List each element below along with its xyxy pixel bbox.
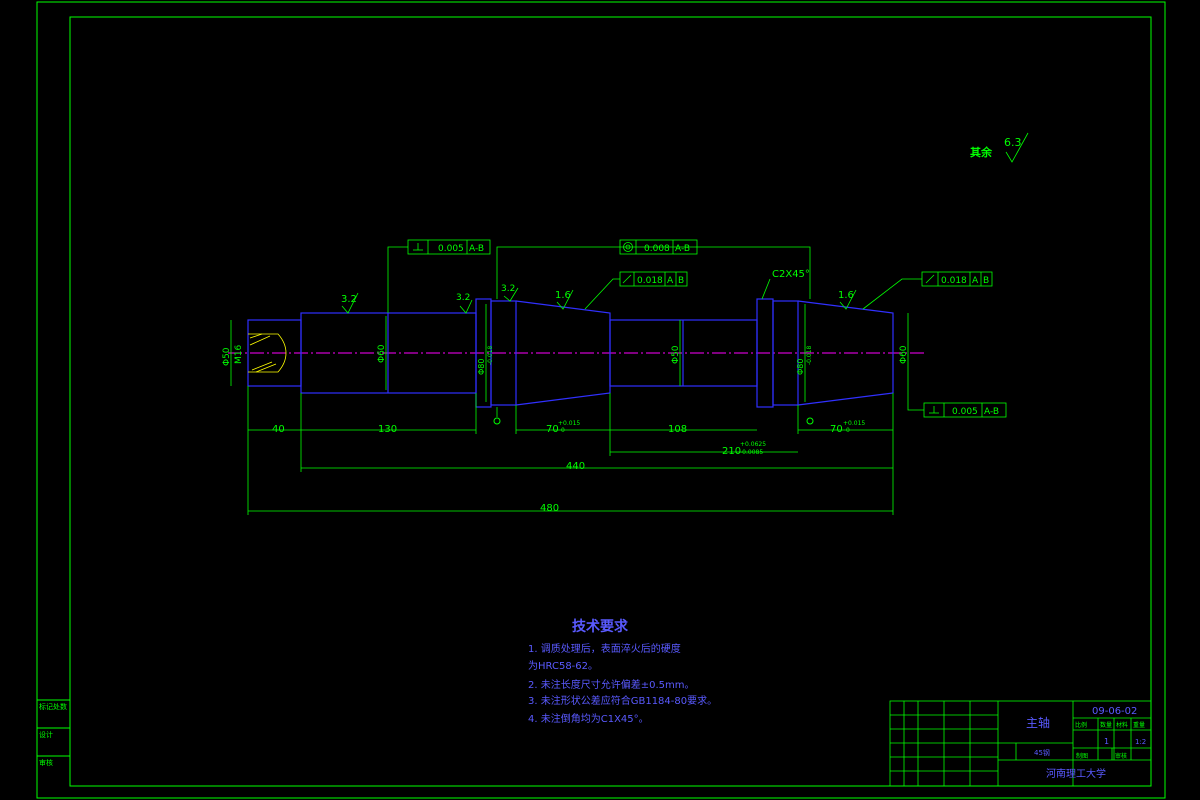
finish-other-value: 6.3 xyxy=(1004,136,1022,149)
tol-runout-right-datum-b: B xyxy=(983,276,989,286)
tolerance-frame-runout-right xyxy=(921,271,993,287)
dim-70-right: 70 xyxy=(830,424,843,435)
tb-part-name: 主轴 xyxy=(1026,715,1050,730)
tech-line-1: 1. 调质处理后，表面淬火后的硬度 xyxy=(528,642,681,655)
datum-a-marker xyxy=(493,417,501,425)
dim-70-right-tol: +0.015 xyxy=(843,420,865,427)
tb-material: 45钢 xyxy=(1034,748,1050,757)
tol-runout-right-value: 0.018 xyxy=(941,276,967,286)
left-margin-block xyxy=(37,699,70,757)
dim-40: 40 xyxy=(272,424,285,435)
tb-scale: 1:2 xyxy=(1135,738,1146,746)
left-tag-1: 标记处数 xyxy=(39,702,67,711)
tech-line-2: 为HRC58-62。 xyxy=(528,660,598,672)
tol-runout-right-datum-a: A xyxy=(972,276,979,286)
tb-h3: 材料 xyxy=(1116,721,1128,729)
dim-108: 108 xyxy=(668,424,687,435)
dia-m16: M16 xyxy=(234,345,244,364)
threaded-bore xyxy=(248,333,287,373)
tb-sheet: 1 xyxy=(1104,737,1109,746)
finish-other-label: 其余 xyxy=(970,145,993,159)
dim-480: 480 xyxy=(540,503,559,514)
dimension-lines xyxy=(230,246,924,515)
tol-runout-left-value: 0.018 xyxy=(637,276,663,286)
dim-210-tol-lower: -0.0085 xyxy=(740,449,763,456)
tol-perp-right-value: 0.005 xyxy=(952,407,978,417)
dia-80-right-tol: -0.018 xyxy=(806,345,813,365)
inner-frame xyxy=(69,16,1152,787)
tol-perp-right-datum: A-B xyxy=(984,407,999,417)
tech-line-4: 3. 未注形状公差应符合GB1184-80要求。 xyxy=(528,694,717,707)
dia-60-a: Φ60 xyxy=(377,344,387,363)
tol-perp-left-datum: A-B xyxy=(469,244,484,254)
finish-s1: 3.2 xyxy=(341,294,357,305)
tolerance-frame-runout-left xyxy=(619,271,688,287)
dia-50-mid: Φ50 xyxy=(671,345,681,364)
tech-line-5: 4. 未注倒角均为C1X45°。 xyxy=(528,712,649,725)
dia-80-right: Φ80 xyxy=(796,359,805,375)
chamfer-label: C2X45° xyxy=(772,269,810,280)
tol-concentric-value: 0.008 xyxy=(644,244,670,254)
tb-school: 河南理工大学 xyxy=(1046,767,1106,780)
tb-date: 09-06-02 xyxy=(1092,706,1137,717)
left-tag-3: 审核 xyxy=(39,758,53,767)
dim-70-left-tol-lower: 0 xyxy=(561,427,565,434)
tech-title: 技术要求 xyxy=(572,618,629,635)
tolerance-frame-perp-right xyxy=(923,402,1007,418)
finish-s4: 1.6 xyxy=(555,290,571,301)
tol-runout-left-datum-b: B xyxy=(678,276,684,286)
shaft-outline xyxy=(247,298,894,408)
tol-concentric-datum: A-B xyxy=(675,244,690,254)
dia-50-left: Φ50 xyxy=(222,347,232,366)
dim-70-left-tol: +0.015 xyxy=(558,420,580,427)
tolerance-frame-perp-left xyxy=(407,239,491,255)
tb-h2: 数量 xyxy=(1100,721,1112,729)
dim-210-tol-upper: +0.0625 xyxy=(740,441,766,448)
dim-130: 130 xyxy=(378,424,397,435)
dim-70-left: 70 xyxy=(546,424,559,435)
surface-finish-marks xyxy=(341,132,1029,314)
tol-runout-left-datum-a: A xyxy=(667,276,674,286)
dim-210: 210 xyxy=(722,446,741,457)
dim-440: 440 xyxy=(566,461,585,472)
tolerance-frame-concentric xyxy=(619,239,698,255)
tech-line-3: 2. 未注长度尺寸允许偏差±0.5mm。 xyxy=(528,678,694,691)
title-block xyxy=(889,700,1152,787)
dia-80-left: Φ80 xyxy=(477,359,486,375)
finish-s2: 3.2 xyxy=(456,293,470,303)
dim-70-right-tol-lower: 0 xyxy=(846,427,850,434)
tb-r1: 制图 xyxy=(1076,752,1088,760)
finish-s5: 1.6 xyxy=(838,290,854,301)
left-tag-2: 设计 xyxy=(39,730,53,739)
dia-80-left-tol: -0.018 xyxy=(487,345,494,365)
tb-h4: 重量 xyxy=(1133,721,1145,729)
datum-b-marker xyxy=(806,417,814,425)
outer-frame xyxy=(36,1,1166,799)
dia-60-right: Φ60 xyxy=(899,345,909,364)
tb-h1: 比例 xyxy=(1075,721,1087,729)
tb-r2: 审核 xyxy=(1115,752,1127,760)
tol-perp-left-value: 0.005 xyxy=(438,244,464,254)
finish-s3: 3.2 xyxy=(501,284,515,294)
